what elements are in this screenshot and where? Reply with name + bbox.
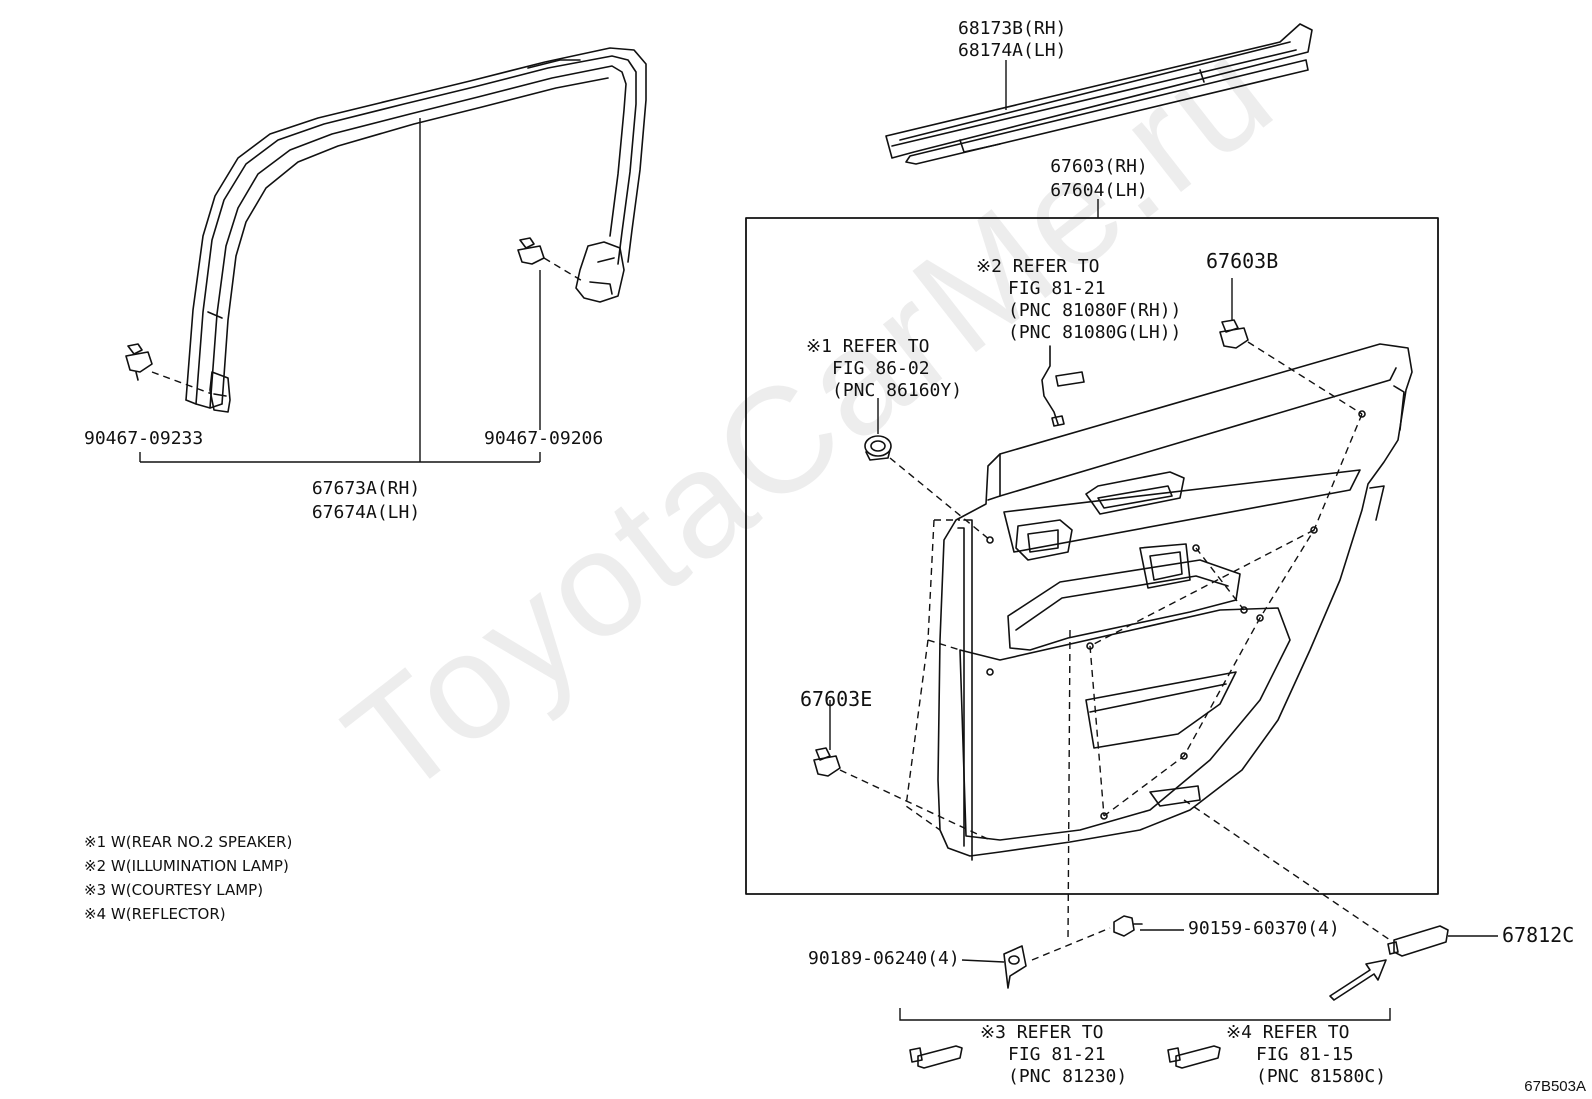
screw-90159 (1113, 915, 1143, 937)
reflector-67812C (1387, 925, 1449, 957)
illumination-lamp-wire (1041, 345, 1085, 427)
label-screw-90159: 90159-60370(4) (1188, 918, 1340, 939)
label-clip-67603B: 67603B (1206, 249, 1279, 273)
note-1: ※1 W(REAR NO.2 SPEAKER) (84, 833, 293, 851)
label-panel-rh: 67603(RH) (1050, 156, 1148, 177)
clip-90467-09233 (125, 343, 153, 381)
courtesy-lamp (909, 1045, 963, 1069)
clip-67603E (813, 747, 841, 777)
reflector-ref (1167, 1045, 1221, 1069)
ref4-line-3: (PNC 81580C) (1256, 1066, 1387, 1087)
ref3-line-1: ※3 REFER TO (980, 1022, 1104, 1043)
label-clip-90467-09233: 90467-09233 (84, 428, 204, 449)
ref1-line-3: (PNC 86160Y) (832, 380, 963, 401)
label-frame-lh: 67674A(LH) (311, 502, 421, 523)
ref2-line-2: FIG 81-21 (1008, 278, 1106, 299)
label-frame-rh: 67673A(RH) (311, 478, 421, 499)
figure-id: 67B503A (1524, 1078, 1586, 1095)
ref2-line-3: (PNC 81080F(RH)) (1008, 300, 1182, 321)
label-clip-90467-09206: 90467-09206 (484, 428, 604, 449)
clip-67603B (1219, 319, 1249, 349)
speaker-grommet (864, 435, 892, 461)
arrow-icon (1329, 959, 1387, 1001)
ref3-line-3: (PNC 81230) (1008, 1066, 1128, 1087)
label-reflector-67812C: 67812C (1502, 923, 1575, 947)
ref3-line-2: FIG 81-21 (1008, 1044, 1106, 1065)
note-2: ※2 W(ILLUMINATION LAMP) (84, 857, 289, 875)
note-4: ※4 W(REFLECTOR) (84, 905, 226, 923)
label-nut-90189: 90189-06240(4) (808, 948, 960, 969)
ref2-line-1: ※2 REFER TO (976, 256, 1100, 277)
panel-assembly-box (745, 217, 1439, 895)
note-3: ※3 W(COURTESY LAMP) (84, 881, 264, 899)
ref1-line-1: ※1 REFER TO (806, 336, 930, 357)
weatherstrip (885, 23, 1313, 165)
label-clip-67603E: 67603E (800, 687, 873, 711)
label-weatherstrip-lh: 68174A(LH) (958, 40, 1067, 61)
label-panel-lh: 67604(LH) (1050, 180, 1148, 201)
ref1-line-2: FIG 86-02 (832, 358, 930, 379)
ref2-line-4: (PNC 81080G(LH)) (1008, 322, 1182, 343)
label-weatherstrip-rh: 68173B(RH) (958, 18, 1067, 39)
nut-90189 (1003, 945, 1027, 989)
clip-90467-09206 (517, 237, 545, 265)
door-frame-moulding (185, 47, 647, 413)
ref4-line-2: FIG 81-15 (1256, 1044, 1354, 1065)
ref4-line-1: ※4 REFER TO (1226, 1022, 1350, 1043)
